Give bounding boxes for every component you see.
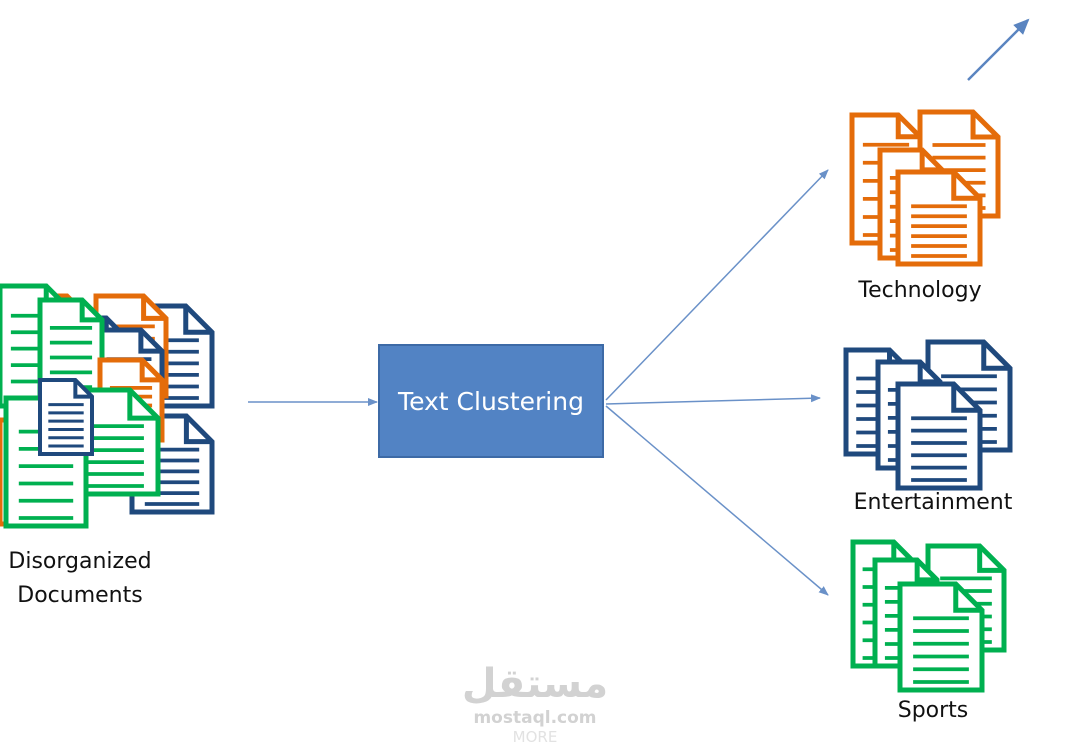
cluster-label-entertainment: Entertainment bbox=[853, 490, 1013, 515]
technology-documents bbox=[849, 109, 1001, 267]
input-label: Disorganized Documents bbox=[8, 549, 152, 608]
arrow-top-right bbox=[967, 18, 1030, 81]
document-icon bbox=[895, 381, 983, 491]
watermark: مستقل mostaql.com MORE bbox=[440, 660, 630, 746]
document-icon bbox=[38, 378, 94, 456]
disorganized-documents-pile bbox=[0, 283, 215, 529]
text-clustering-box: Text Clustering bbox=[378, 344, 604, 458]
arrow-to-entertainment bbox=[605, 394, 821, 405]
cluster-label-technology: Technology bbox=[858, 278, 982, 303]
cluster-label-sports: Sports bbox=[897, 698, 969, 723]
document-icon bbox=[897, 581, 985, 693]
arrow-to-sports bbox=[605, 405, 829, 596]
arrow-to-technology bbox=[605, 169, 829, 401]
watermark-arabic: مستقل bbox=[461, 661, 609, 707]
document-icon bbox=[895, 169, 983, 267]
arrows bbox=[248, 18, 1030, 596]
process-label: Text Clustering bbox=[398, 386, 584, 416]
entertainment-documents bbox=[843, 339, 1013, 491]
watermark-more: MORE bbox=[512, 728, 558, 746]
watermark-site: mostaql.com bbox=[473, 708, 597, 728]
sports-documents bbox=[850, 539, 1007, 693]
